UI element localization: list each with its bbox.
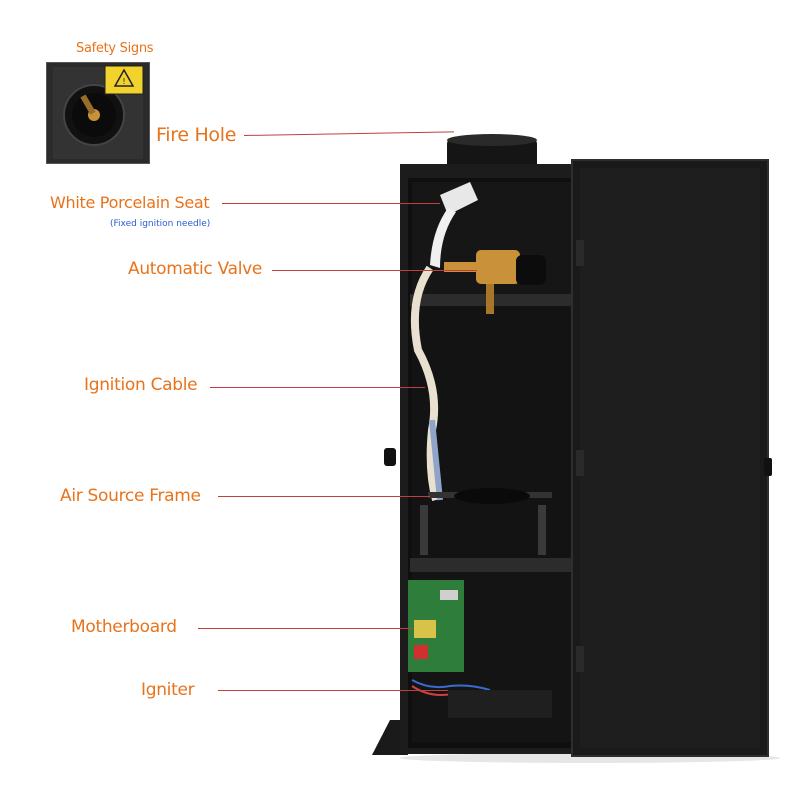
automatic-valve-leader-line [272, 270, 477, 271]
warning-sign-icon: ! [104, 65, 144, 95]
igniter-label: Igniter [141, 680, 195, 700]
ignition-cable-leader-line [210, 387, 425, 388]
svg-text:!: ! [122, 77, 125, 86]
safety-signs-label: Safety Signs [76, 41, 154, 56]
porcelain-seat-leader-line [222, 203, 440, 204]
porcelain-seat-note: (Fixed ignition needle) [110, 219, 211, 229]
automatic-valve-label: Automatic Valve [128, 259, 263, 279]
safety-signs-thumbnail: ! [46, 62, 150, 164]
air-source-frame-leader-line [218, 496, 430, 497]
ignition-cable-label: Ignition Cable [84, 375, 198, 395]
porcelain-seat-label: White Porcelain Seat [50, 193, 210, 212]
motherboard-leader-line [198, 628, 413, 629]
igniter-leader-line [218, 690, 448, 691]
motherboard-label: Motherboard [71, 617, 177, 637]
fire-hole-label: Fire Hole [156, 124, 237, 146]
air-source-frame-label: Air Source Frame [60, 486, 201, 506]
